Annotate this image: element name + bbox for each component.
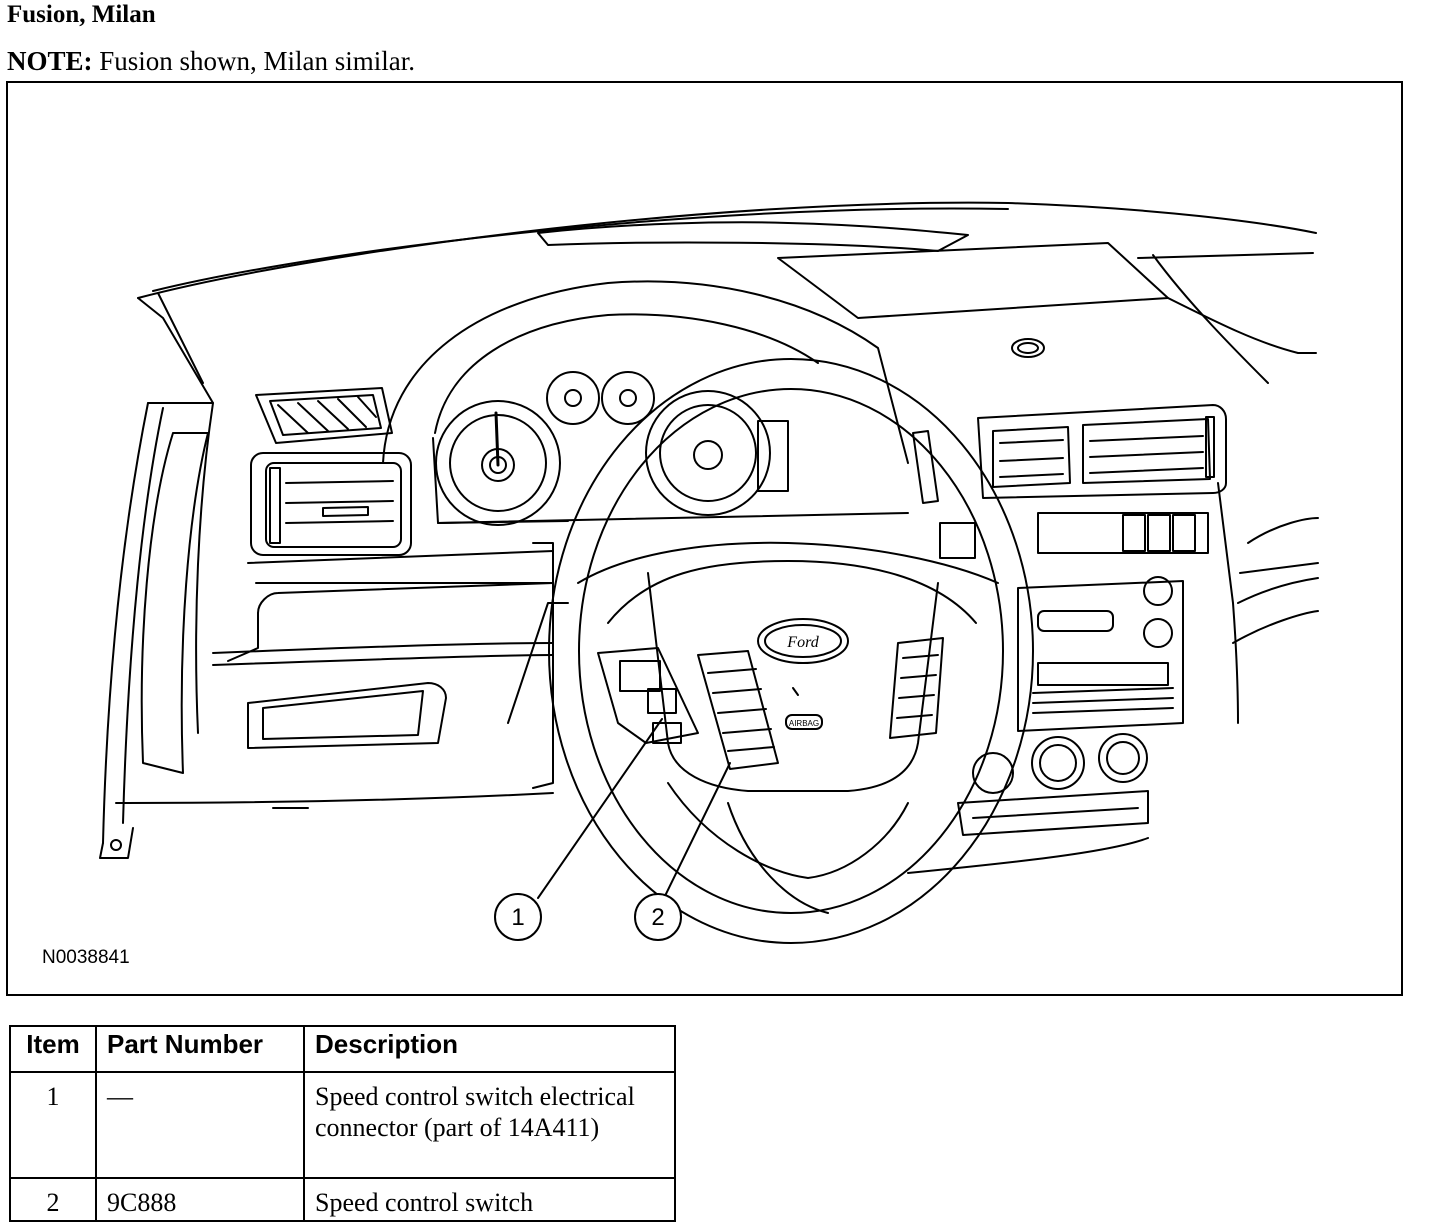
note-label: NOTE:	[7, 46, 93, 76]
ford-emblem-text: Ford	[786, 634, 819, 651]
note: NOTE: Fusion shown, Milan similar.	[7, 45, 415, 77]
table-row: 2 9C888 Speed control switch	[9, 1177, 676, 1222]
row-description: Speed control switch electrical connecto…	[303, 1071, 676, 1179]
dashboard-illustration: 1 2 Ford AIRBAG N0038841	[6, 81, 1403, 996]
row-item: 1	[9, 1071, 97, 1179]
figure-id: N0038841	[42, 947, 130, 968]
row-item: 2	[9, 1177, 97, 1222]
row-description: Speed control switch	[303, 1177, 676, 1222]
callout-2-label: 2	[651, 904, 664, 931]
parts-table: Item Part Number Description 1 — Speed c…	[9, 1025, 676, 1222]
callout-1-label: 1	[511, 904, 524, 931]
note-text: Fusion shown, Milan similar.	[99, 46, 416, 76]
table-header-row: Item Part Number Description	[9, 1025, 676, 1073]
table-row: 1 — Speed control switch electrical conn…	[9, 1071, 676, 1179]
dashboard-line-drawing: 1 2 Ford AIRBAG	[99, 201, 1319, 944]
header-part-number: Part Number	[95, 1025, 305, 1073]
callout-2-circle	[634, 893, 682, 941]
airbag-label: AIRBAG	[789, 719, 819, 728]
header-item: Item	[9, 1025, 97, 1073]
header-description: Description	[303, 1025, 676, 1073]
callout-1-circle	[494, 893, 542, 941]
section-title: Fusion, Milan	[7, 1, 156, 28]
row-part-number: 9C888	[95, 1177, 305, 1222]
row-part-number: —	[95, 1071, 305, 1179]
